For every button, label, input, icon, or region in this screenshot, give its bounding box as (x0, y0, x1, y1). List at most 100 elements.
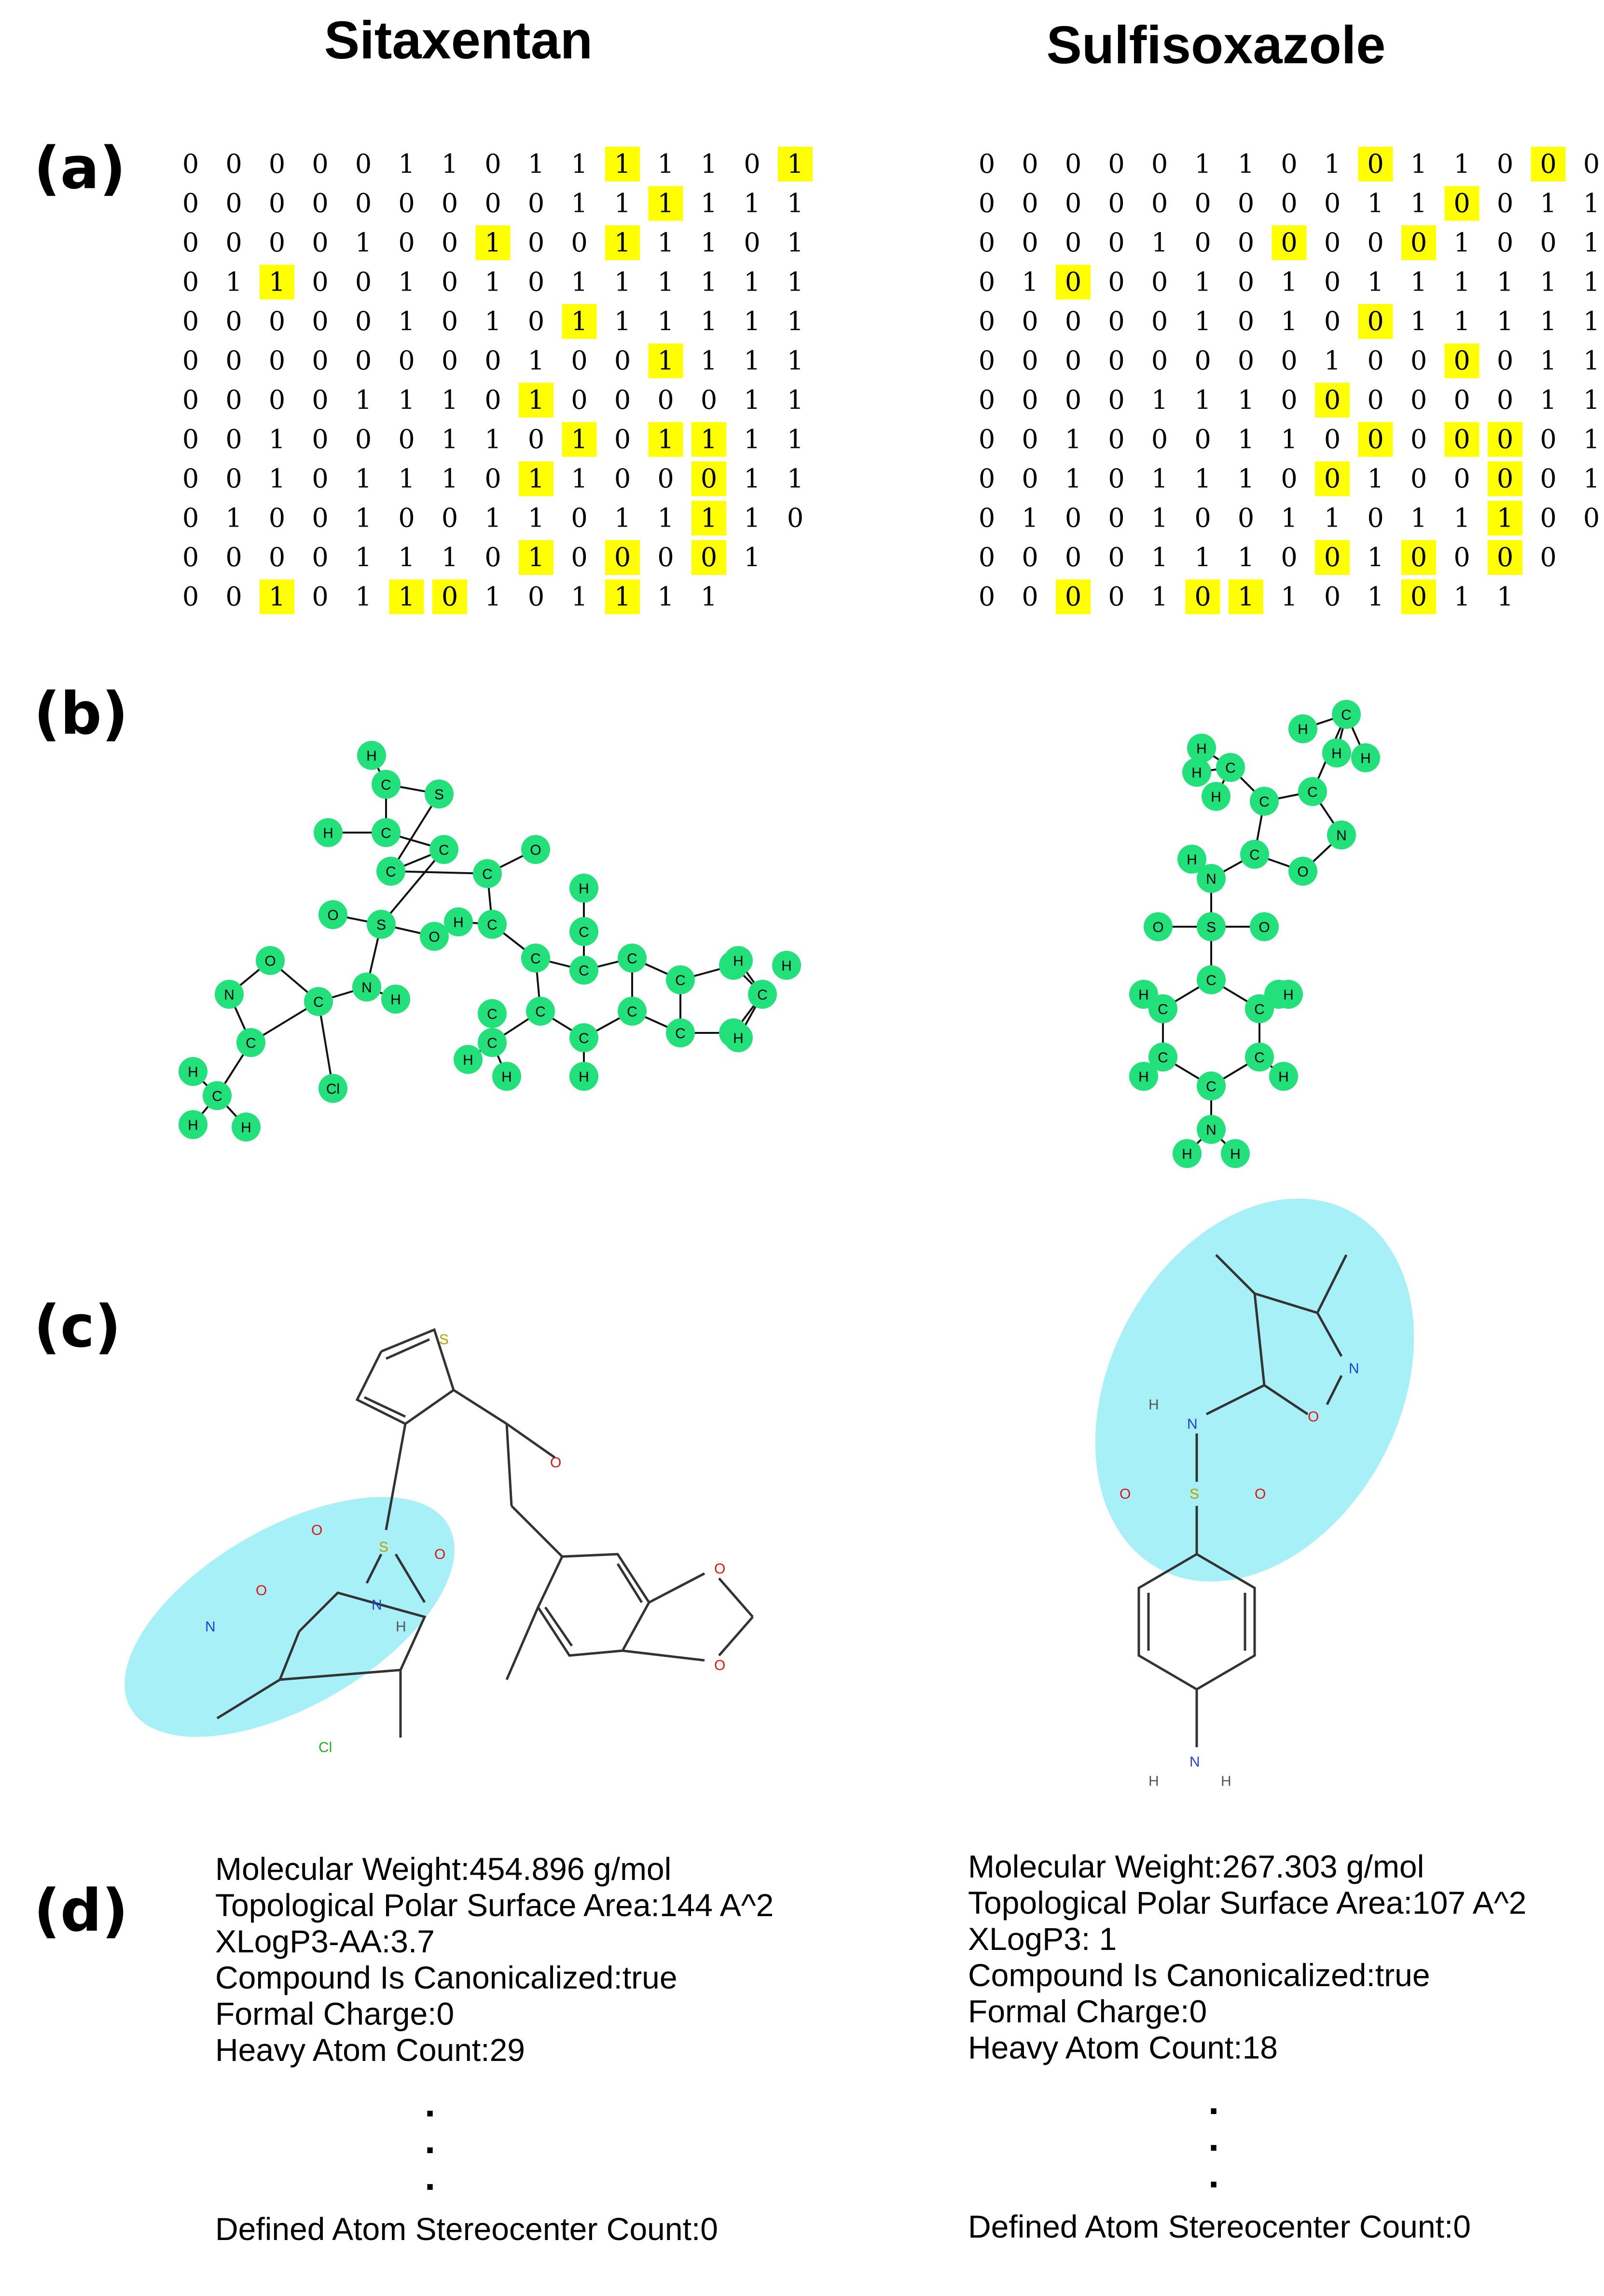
matrix-cell: 1 (1151, 463, 1168, 494)
graph-node (478, 999, 507, 1028)
matrix-cell: 0 (225, 188, 242, 219)
graph-node (1144, 912, 1173, 941)
matrix-cell: 0 (979, 542, 995, 572)
graph-node (318, 1074, 347, 1103)
graph-node (236, 1028, 265, 1057)
matrix-cell: 0 (979, 346, 995, 376)
matrix-cell: 0 (355, 267, 372, 297)
matrix-cell: 0 (979, 306, 995, 336)
atom-o-sulfonyl-2: O (434, 1546, 445, 1562)
matrix-cell: 1 (442, 424, 458, 455)
matrix-cell: 0 (484, 346, 501, 376)
matrix-cell: 1 (787, 424, 803, 455)
matrix-cell: 0 (1022, 385, 1038, 415)
matrix-cell: 0 (1324, 542, 1341, 572)
graph-node (444, 907, 473, 936)
matrix-cell: 1 (787, 306, 803, 336)
matrix-cell: 0 (1281, 188, 1297, 219)
matrix-cell: 1 (744, 503, 760, 533)
matrix-cell: 0 (614, 346, 631, 376)
matrix-cell: 0 (1151, 346, 1168, 376)
matrix-cell: 1 (1367, 267, 1383, 297)
matrix-cell: 1 (1453, 149, 1470, 179)
matrix-cell: 1 (657, 267, 674, 297)
matrix-cell: 0 (528, 424, 544, 455)
matrix-cell: 0 (398, 227, 415, 258)
matrix-cell: 1 (744, 385, 760, 415)
graph-node (203, 1081, 232, 1110)
matrix-cell: 1 (787, 188, 803, 219)
graph-node (1327, 821, 1356, 849)
matrix-cell: 0 (701, 542, 717, 572)
matrix-cell: 1 (1151, 227, 1168, 258)
graph-node-label: H (188, 1117, 198, 1133)
matrix-highlight-cell (1401, 540, 1436, 575)
matrix-cell: 0 (398, 503, 415, 533)
atom-h-amine-2: H (1221, 1773, 1231, 1789)
matrix-cell: 1 (1281, 582, 1297, 612)
matrix-cell: 1 (1281, 267, 1297, 297)
matrix-cell: 0 (442, 306, 458, 336)
matrix-cell: 0 (269, 346, 285, 376)
graph-node-label: N (361, 980, 372, 996)
last-property-left: Defined Atom Stereocenter Count:0 (215, 2211, 718, 2247)
graph-node (1148, 994, 1177, 1023)
matrix-cell: 0 (182, 306, 199, 336)
matrix-cell: 0 (312, 306, 328, 336)
property-line: Molecular Weight:454.896 g/mol (215, 1851, 672, 1887)
graph-node-label: C (675, 1026, 686, 1042)
matrix-highlight-cell (562, 422, 597, 457)
matrix-highlight-cell (605, 540, 640, 575)
graph-node (1250, 912, 1279, 941)
graph-node (666, 965, 695, 994)
matrix-cell: 0 (182, 424, 199, 455)
matrix-highlight-cell (1488, 501, 1522, 536)
graph-node (215, 980, 244, 1009)
matrix-cell: 0 (1410, 227, 1427, 258)
graph-node-label: H (1360, 751, 1371, 766)
graph-node-label: C (530, 951, 541, 967)
matrix-cell: 1 (398, 463, 415, 494)
matrix-highlight-cell (1185, 579, 1220, 614)
atom-s-sulfonyl: S (379, 1539, 388, 1555)
ellipsis-dot: . (425, 2155, 436, 2198)
graph-node (1202, 782, 1231, 811)
matrix-cell: 0 (528, 227, 544, 258)
matrix-cell: 1 (484, 503, 501, 533)
matrix-cell: 1 (657, 188, 674, 219)
matrix-cell: 0 (1022, 149, 1038, 179)
matrix-cell: 1 (657, 503, 674, 533)
graph-node-label: O (429, 929, 440, 945)
graph-node (724, 1023, 753, 1052)
property-line: Formal Charge:0 (215, 1996, 455, 2032)
matrix-cell: 0 (1238, 306, 1254, 336)
graph-node (1351, 743, 1380, 772)
matrix-cell: 1 (1583, 424, 1600, 455)
matrix-cell: 1 (1497, 306, 1513, 336)
panel-label-d: (d) (34, 1878, 128, 1945)
matrix-cell: 1 (355, 385, 372, 415)
atom-o-ketone: O (550, 1455, 561, 1471)
matrix-highlight-cell (260, 264, 294, 300)
graph-node-label: O (264, 953, 276, 969)
matrix-cell: 0 (398, 424, 415, 455)
matrix-highlight-cell (605, 225, 640, 260)
matrix-highlight-cell (519, 540, 553, 575)
matrix-cell: 0 (1238, 503, 1254, 533)
matrix-cell: 1 (1281, 306, 1297, 336)
title-sitaxentan: Sitaxentan (324, 11, 593, 70)
graph-node-label: H (579, 1069, 589, 1085)
matrix-cell: 0 (484, 149, 501, 179)
graph-node (372, 818, 401, 847)
structure-sitaxentan: S O S O O N H N O Cl O O (124, 1328, 754, 1755)
matrix-cell: 0 (312, 503, 328, 533)
matrix-cell: 0 (979, 149, 995, 179)
property-line: Heavy Atom Count:18 (968, 2030, 1278, 2065)
matrix-cell: 1 (484, 267, 501, 297)
ellipsis-dot: . (1208, 2153, 1219, 2196)
matrix-cell: 1 (1453, 267, 1470, 297)
matrix-cell: 0 (1367, 503, 1383, 533)
graph-node-label: C (675, 973, 686, 988)
matrix-cell: 0 (269, 227, 285, 258)
graph-node (429, 835, 458, 864)
